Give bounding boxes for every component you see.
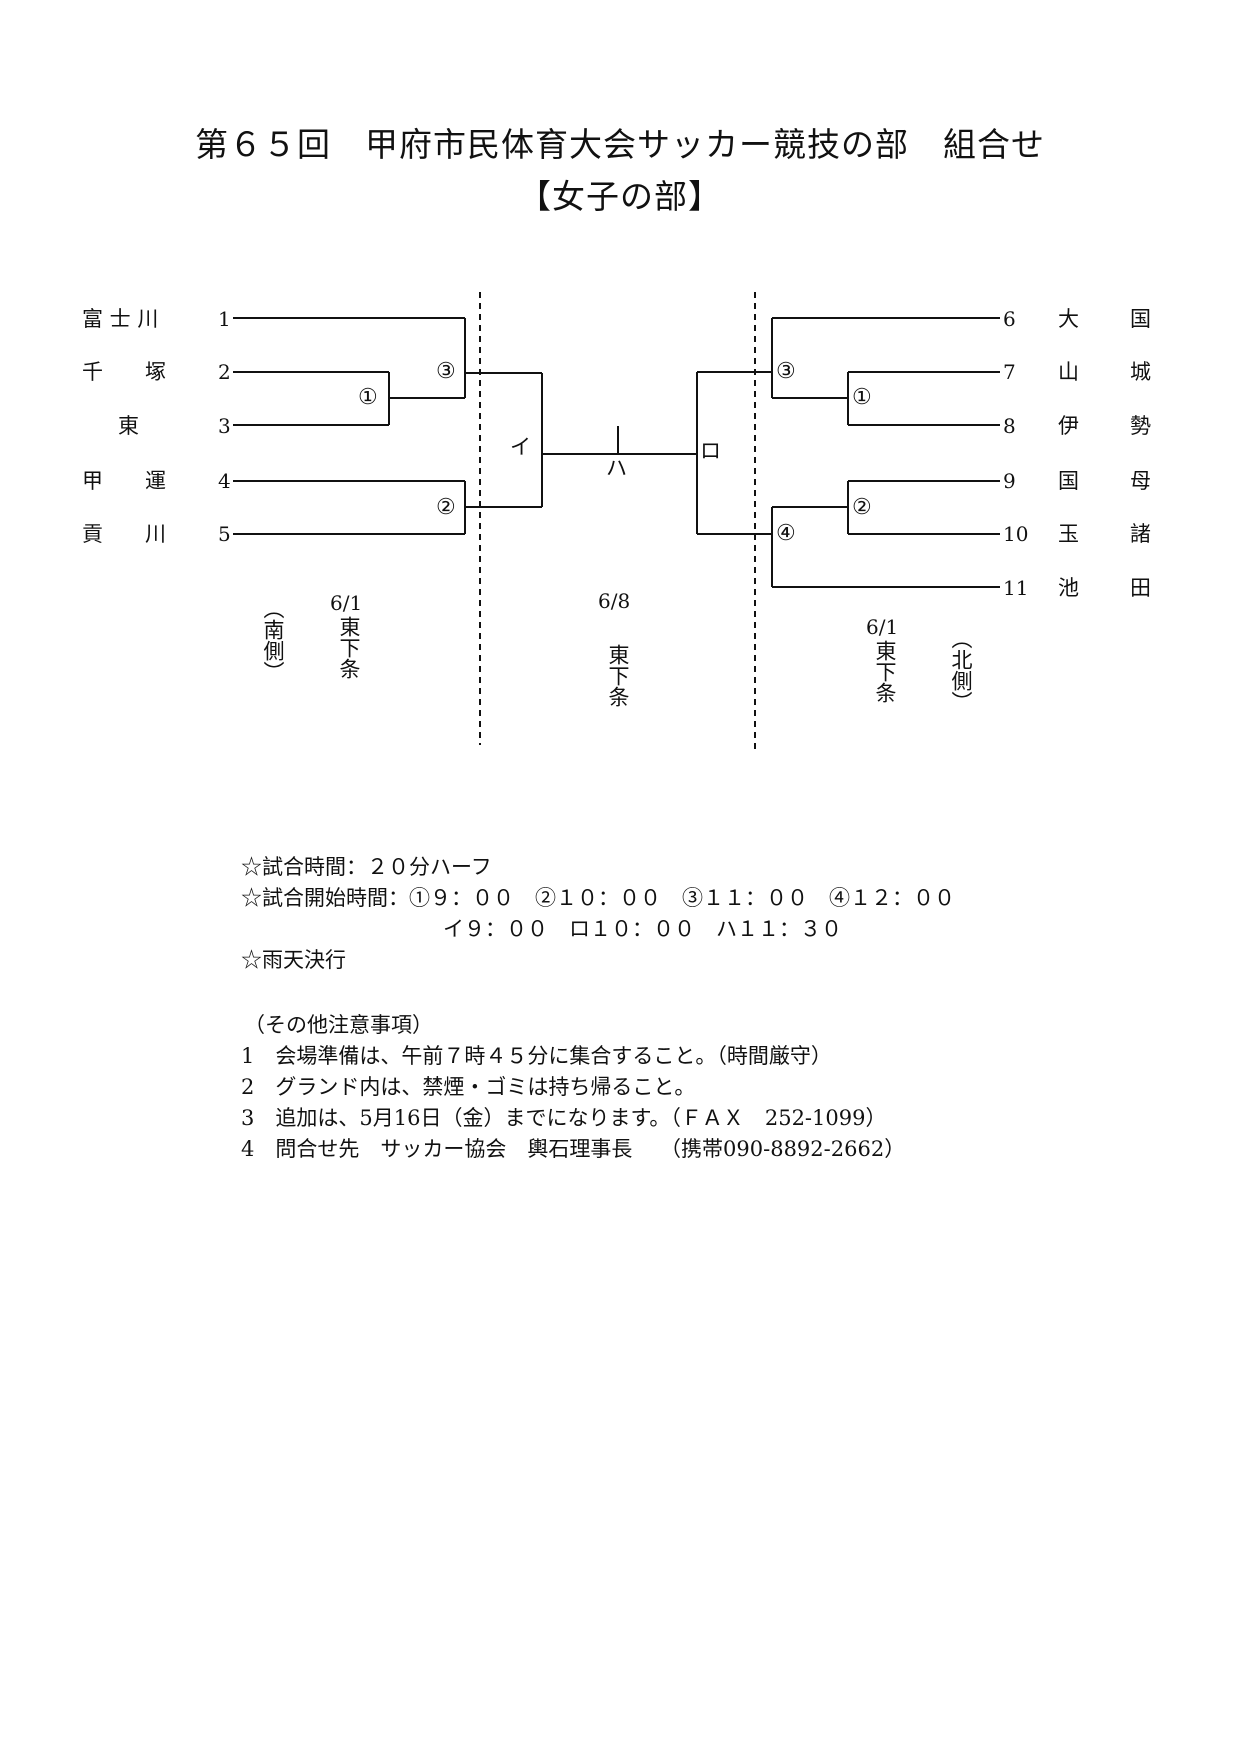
tournament-bracket: [233, 292, 1000, 750]
team-name-10-a: 玉: [1058, 522, 1079, 546]
left-venue-date: 6/1: [330, 591, 363, 615]
team-name-8-b: 勢: [1130, 414, 1151, 438]
team-name-9-b: 母: [1130, 469, 1151, 493]
team-number-7: 7: [1003, 360, 1016, 384]
team-name-9-a: 国: [1058, 469, 1079, 493]
team-name-5: 貢 川: [82, 522, 166, 546]
team-name-6-a: 大: [1058, 307, 1079, 331]
center-venue-place: 東下条: [606, 644, 630, 707]
center-venue-date: 6/8: [598, 589, 631, 613]
right-venue-place: 東下条: [873, 640, 897, 703]
match-label-left-1: ①: [358, 385, 378, 410]
match-label-left-2: ②: [436, 495, 456, 520]
team-number-2: 2: [218, 360, 231, 384]
team-name-4: 甲 運: [82, 469, 166, 493]
team-number-5: 5: [218, 522, 231, 546]
other-note-3: 3 追加は、5月16日（金）までになります。（ＦＡＸ 252-1099）: [241, 1106, 887, 1130]
team-number-4: 4: [218, 469, 231, 493]
team-name-8-a: 伊: [1058, 414, 1079, 438]
match-label-right-4: ④: [776, 521, 796, 546]
left-venue-place: 東下条: [337, 616, 361, 679]
team-number-3: 3: [218, 414, 231, 438]
team-name-10-b: 諸: [1130, 522, 1151, 546]
note-start-times: ☆試合開始時間：①９：００ ②１０：００ ③１１：００ ④１２：００: [241, 886, 955, 910]
match-label-right-1: ①: [852, 385, 872, 410]
page-subtitle: 【女子の部】: [518, 177, 722, 216]
match-label-semi-right: ロ: [700, 439, 721, 463]
other-note-2: 2 グランド内は、禁煙・ゴミは持ち帰ること。: [241, 1075, 696, 1099]
match-label-final: ハ: [606, 456, 627, 480]
team-name-11-a: 池: [1058, 576, 1079, 600]
team-name-6-b: 国: [1130, 307, 1151, 331]
page-title: 第６５回 甲府市民体育大会サッカー競技の部 組合せ: [195, 125, 1045, 164]
right-venue-side: （北側）: [949, 628, 973, 712]
team-name-11-b: 田: [1130, 576, 1151, 600]
team-number-11: 11: [1003, 576, 1029, 600]
note-match-duration: ☆試合時間：２０分ハーフ: [241, 855, 492, 879]
team-number-1: 1: [218, 307, 231, 331]
team-name-7-b: 城: [1130, 360, 1151, 384]
note-rain-policy: ☆雨天決行: [241, 948, 346, 972]
match-label-right-3: ③: [776, 359, 796, 384]
match-label-semi-left: イ: [510, 435, 531, 459]
right-venue-date: 6/1: [866, 615, 899, 639]
team-name-3: 東: [97, 414, 160, 438]
left-venue-side: （南側）: [261, 598, 285, 682]
team-number-8: 8: [1003, 414, 1016, 438]
other-notes-heading: （その他注意事項）: [244, 1013, 433, 1037]
team-name-1: 富 士 川: [82, 307, 159, 331]
team-number-6: 6: [1003, 307, 1016, 331]
match-label-left-3: ③: [436, 359, 456, 384]
match-label-right-2: ②: [852, 495, 872, 520]
team-name-7-a: 山: [1058, 360, 1079, 384]
other-note-4: 4 問合せ先 サッカー協会 輿石理事長 （携帯090-8892-2662）: [241, 1137, 906, 1161]
team-number-9: 9: [1003, 469, 1016, 493]
note-start-times-semis: イ９：００ ロ１０：００ ハ１１：３０: [443, 917, 842, 941]
other-note-1: 1 会場準備は、午前７時４５分に集合すること。（時間厳守）: [241, 1044, 832, 1068]
team-number-10: 10: [1003, 522, 1029, 546]
team-name-2: 千 塚: [82, 360, 166, 384]
